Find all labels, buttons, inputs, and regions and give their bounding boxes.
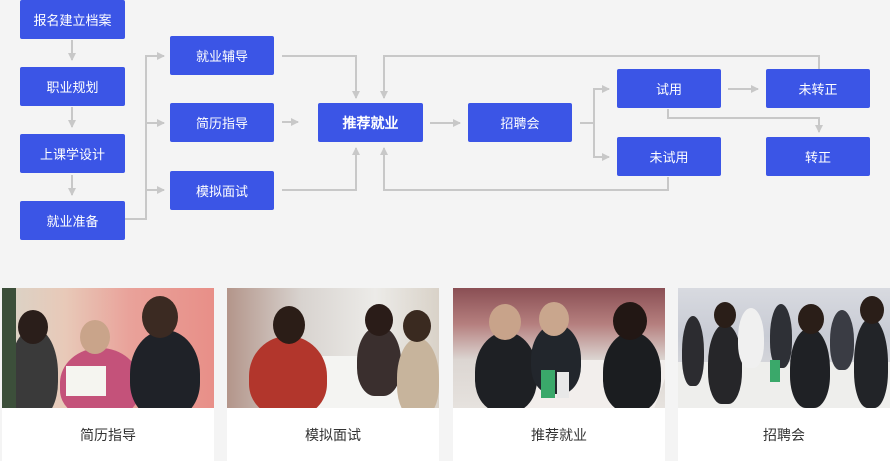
node-zhuanzheng: 转正 [766,137,870,176]
arrow-fudao-tuijian [282,55,360,99]
node-shangke: 上课学设计 [20,134,125,173]
photo-jianli [2,288,214,408]
card-mianshi[interactable]: 模拟面试 [227,288,439,461]
card-caption: 招聘会 [763,427,805,444]
node-shiyong: 试用 [617,69,721,108]
node-mianshi: 模拟面试 [170,171,274,210]
node-baoming: 报名建立档案 [20,0,125,39]
node-zhiye: 职业规划 [20,67,125,106]
arrow-mianshi-tuijian [282,147,360,191]
arrow-zhunbei-fudao [125,52,165,220]
node-weizhuanzheng: 未转正 [766,69,870,108]
card-jianli[interactable]: 简历指导 [2,288,214,461]
node-jianli: 简历指导 [170,103,274,142]
connector-lines [68,40,823,220]
node-fudao: 就业辅导 [170,36,274,75]
arrow-weishiyong-tuijian [380,147,669,191]
card-caption: 模拟面试 [305,427,361,444]
node-jiuye-zhunbei: 就业准备 [20,201,125,240]
card-zhaopin[interactable]: 招聘会 [678,288,890,461]
photo-mianshi [227,288,439,408]
arrow-shiyong-zhuanzheng [667,109,823,133]
arrow-zhaopin-shiyong [580,85,610,124]
arrow-weizhuanzheng-tuijian [380,55,820,99]
node-weishiyong: 未试用 [617,137,721,176]
photo-cards: 简历指导 模拟面试 推荐就业 [0,288,890,461]
card-tuijian[interactable]: 推荐就业 [453,288,665,461]
photo-zhaopin [678,288,890,408]
card-caption: 推荐就业 [531,427,587,444]
photo-tuijian [453,288,665,408]
node-zhaopin: 招聘会 [468,103,572,142]
node-tuijian: 推荐就业 [318,103,423,142]
arrow-zhaopin-weishiyong [593,123,610,161]
flow-diagram: 报名建立档案 职业规划 上课学设计 就业准备 就业辅导 简历指导 模拟面试 推荐… [20,0,870,240]
card-caption: 简历指导 [80,427,136,444]
